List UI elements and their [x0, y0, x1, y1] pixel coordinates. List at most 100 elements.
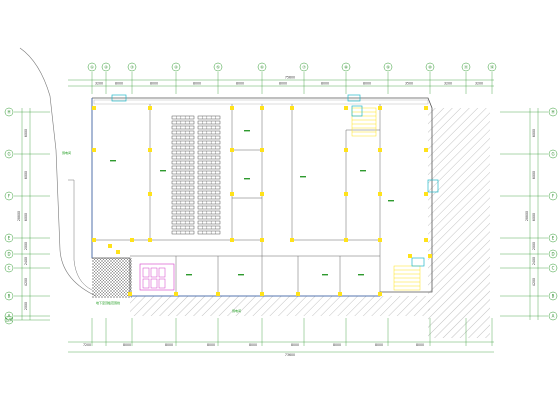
- seat-row: [197, 180, 221, 185]
- grid-bubble-label: C: [8, 265, 11, 270]
- dim-text-bottom: 8000: [249, 343, 257, 347]
- equipment-marker: [344, 192, 348, 196]
- seat-row: [197, 145, 221, 150]
- seat-row: [197, 220, 221, 225]
- grid-bubble-label: ④: [174, 65, 178, 70]
- seat-row: [171, 195, 195, 200]
- dim-text-bottom: 8000: [123, 343, 131, 347]
- ramp-line: [68, 179, 93, 291]
- dim-text-right: 2400: [532, 257, 536, 265]
- grid-bubble-label: G: [7, 151, 10, 156]
- dim-text-left: 6000: [24, 213, 28, 221]
- equipment-marker: [344, 148, 348, 152]
- grid-bubble: [4, 191, 14, 201]
- dim-text-top: 8000: [236, 82, 244, 86]
- grid-bubble: [4, 311, 14, 321]
- seat-row: [197, 170, 221, 175]
- equipment-marker: [344, 106, 348, 110]
- grid-bubble: [548, 149, 558, 159]
- hatch-note-label: 地下室顶板范围线: [96, 300, 120, 305]
- seat-row: [197, 185, 221, 190]
- dim-text-bottom: 8000: [416, 343, 424, 347]
- grid-bubble-label: G: [551, 151, 554, 156]
- annotation-tick: [186, 274, 192, 276]
- equipment-marker: [116, 250, 120, 254]
- annotation-tick: [244, 130, 250, 132]
- grid-bubble-label: E: [552, 235, 555, 240]
- grid-bubble-label: ③: [130, 65, 134, 70]
- grid-bubble-label: ⑥: [260, 65, 264, 70]
- room-note-label: 弱电间: [232, 308, 241, 313]
- dim-text-right: 6000: [532, 213, 536, 221]
- dim-text-bottom: 8000: [207, 343, 215, 347]
- annotation-tick: [360, 170, 366, 172]
- grid-bubble-label: ⑨: [386, 65, 390, 70]
- seat-row: [197, 175, 221, 180]
- grid-bubble: [257, 62, 267, 72]
- grid-bubble-label: B: [8, 293, 11, 298]
- stair-bottom-right: [393, 265, 421, 291]
- seat-row: [197, 115, 221, 120]
- seat-row: [197, 195, 221, 200]
- equipment-marker: [296, 292, 300, 296]
- equipment-marker: [230, 148, 234, 152]
- dim-text-bottom: 8000: [291, 343, 299, 347]
- dim-total-left: 28800: [17, 211, 21, 221]
- hatched-stair-block: [92, 258, 132, 298]
- equipment-marker: [290, 106, 294, 110]
- grid-bubble: [101, 62, 111, 72]
- annotation-tick: [110, 160, 116, 162]
- grid-bubble-label: H: [7, 109, 10, 114]
- annotation-tick: [322, 274, 328, 276]
- seat-row: [197, 225, 221, 230]
- grid-bubble: [87, 62, 97, 72]
- equipment-marker: [130, 238, 134, 242]
- equipment-marker: [148, 238, 152, 242]
- grid-bubble: [548, 233, 558, 243]
- seat-row: [171, 210, 195, 215]
- seat-row: [171, 155, 195, 160]
- grid-bubble-label: 1/A: [6, 317, 13, 322]
- hatched-area-right: [428, 108, 490, 338]
- dim-text-left: 6000: [24, 171, 28, 179]
- dim-text-top: 8000: [279, 82, 287, 86]
- equipment-marker: [128, 292, 132, 296]
- equipment-marker: [424, 192, 428, 196]
- dim-text-bottom: 8000: [333, 343, 341, 347]
- seat-row: [171, 170, 195, 175]
- grid-bubble-label: E: [8, 235, 11, 240]
- equipment-room-magenta: [139, 263, 175, 291]
- grid-bubble: [171, 62, 181, 72]
- interior-walls: [94, 104, 381, 296]
- seat-row: [171, 180, 195, 185]
- grid-bubble: [4, 233, 14, 243]
- seat-row: [197, 230, 221, 235]
- seat-row: [171, 150, 195, 155]
- grid-bubble: [548, 107, 558, 117]
- dim-text-left: 4200: [24, 278, 28, 286]
- equipment-marker: [148, 192, 152, 196]
- dim-text-bottom: 8000: [165, 343, 173, 347]
- grid-bubble-label: ⑦: [302, 65, 306, 70]
- equipment-marker: [378, 238, 382, 242]
- seat-row: [171, 115, 195, 120]
- equipment-marker: [338, 292, 342, 296]
- dim-text-top: 8000: [193, 82, 201, 86]
- grid-bubble-label: ②: [104, 65, 108, 70]
- seat-row: [171, 200, 195, 205]
- dim-text-right: 2000: [532, 242, 536, 250]
- seat-row: [197, 205, 221, 210]
- equipment-marker: [148, 148, 152, 152]
- grid-bubble-label: F: [552, 193, 555, 198]
- grid-bubble-label: D: [7, 251, 10, 256]
- seat-row: [171, 120, 195, 125]
- annotation-tick: [300, 176, 306, 178]
- dim-text-top: 3200: [444, 82, 452, 86]
- dim-total-top: 75600: [285, 76, 295, 80]
- equipment-marker: [92, 106, 96, 110]
- grid-bubble-label: C: [552, 265, 555, 270]
- seat-row: [197, 215, 221, 220]
- dim-text-top: 8000: [115, 82, 123, 86]
- dim-text-left: 2400: [24, 257, 28, 265]
- seat-row: [171, 230, 195, 235]
